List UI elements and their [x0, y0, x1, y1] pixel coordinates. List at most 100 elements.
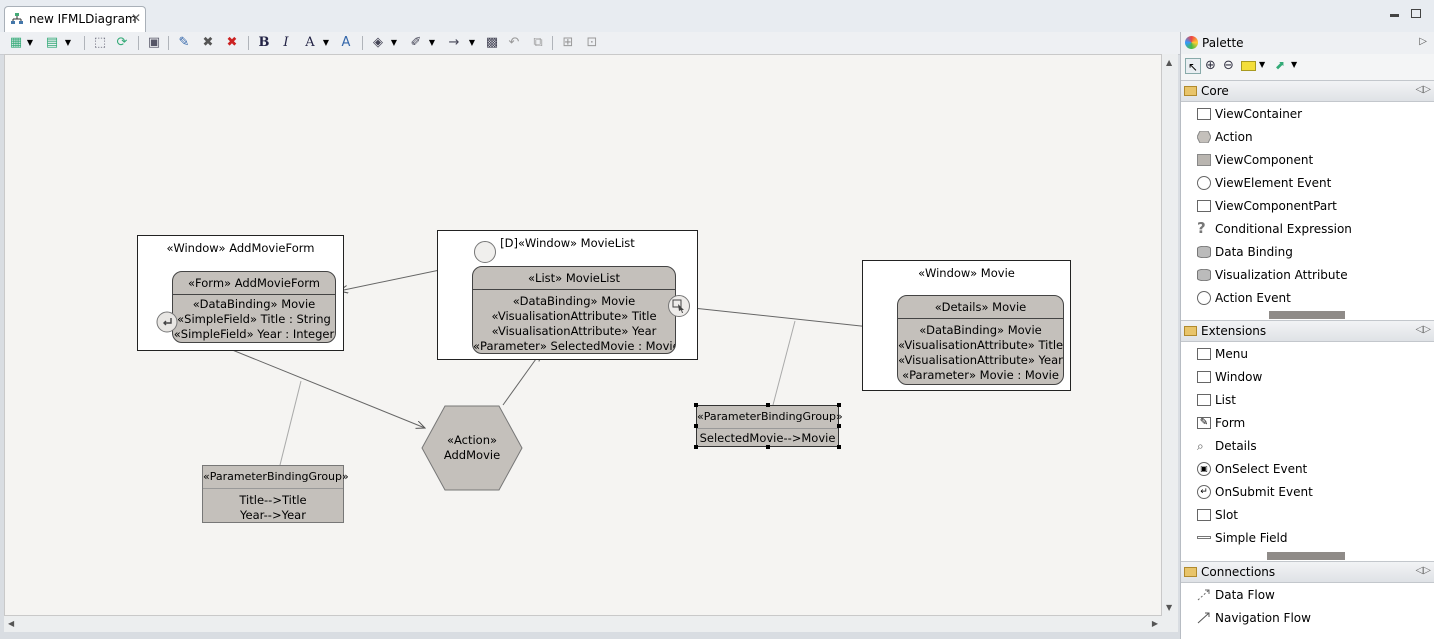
- chevron-down-icon[interactable]: ▼: [64, 38, 72, 47]
- database-icon: [1197, 246, 1211, 258]
- undo-icon[interactable]: ↶: [508, 35, 520, 50]
- palette-item-details[interactable]: ⌕Details: [1195, 436, 1431, 456]
- resize-handle[interactable]: [694, 403, 698, 407]
- palette-item-viewelement-event[interactable]: ViewElement Event: [1195, 173, 1431, 193]
- resize-handle[interactable]: [837, 445, 841, 449]
- drawer-scroll-indicator[interactable]: [1269, 311, 1345, 319]
- window-movie[interactable]: «Window» Movie «Details» Movie «DataBind…: [862, 260, 1071, 391]
- font-color-icon[interactable]: A: [305, 35, 315, 50]
- zoom-out-icon[interactable]: ⊖: [1223, 58, 1234, 73]
- palette-item-slot[interactable]: Slot: [1195, 505, 1431, 525]
- scroll-up-icon[interactable]: ▲: [1166, 58, 1173, 67]
- pbg-title: «ParameterBindingGroup»: [203, 466, 349, 489]
- scroll-down-icon[interactable]: ▼: [1166, 603, 1173, 612]
- palette-item-viewcomponent[interactable]: ViewComponent: [1195, 150, 1431, 170]
- collapse-palette-icon[interactable]: ▷: [1419, 36, 1427, 47]
- collapse-drawer-icon[interactable]: ◁▷: [1415, 565, 1431, 576]
- export-icon[interactable]: ⬚: [93, 35, 107, 50]
- resize-handle[interactable]: [766, 403, 770, 407]
- drawer-extensions[interactable]: Extensions ◁▷: [1181, 320, 1434, 342]
- snap-grid-icon[interactable]: ⊡: [586, 35, 598, 50]
- chevron-down-icon[interactable]: ▼: [468, 38, 476, 47]
- resize-handle[interactable]: [837, 424, 841, 428]
- drawer-core[interactable]: Core ◁▷: [1181, 80, 1434, 102]
- close-tab-icon[interactable]: ✕: [131, 11, 142, 25]
- palette-item-onsubmit-event[interactable]: ↵OnSubmit Event: [1195, 482, 1431, 502]
- tab-new-ifml-diagram[interactable]: new IFMLDiagram ✕: [4, 6, 146, 32]
- details-movie[interactable]: «Details» Movie «DataBinding» Movie «Vis…: [897, 295, 1064, 385]
- palette-item-simple-field[interactable]: Simple Field: [1195, 528, 1431, 548]
- parameter-binding-group-right[interactable]: «ParameterBindingGroup» SelectedMovie-->…: [694, 403, 843, 449]
- collapse-drawer-icon[interactable]: ◁▷: [1415, 324, 1431, 335]
- list-title: «List» MovieList: [473, 267, 675, 290]
- palette-item-menu[interactable]: Menu: [1195, 344, 1431, 364]
- chevron-down-icon[interactable]: ▼: [1259, 60, 1266, 69]
- palette-item-action-event[interactable]: Action Event: [1195, 288, 1431, 308]
- link-tool-icon[interactable]: ⬈: [1275, 58, 1286, 72]
- resize-handle[interactable]: [694, 424, 698, 428]
- palette-item-action[interactable]: Action: [1195, 127, 1431, 147]
- chevron-down-icon[interactable]: ▼: [1291, 60, 1298, 69]
- chevron-down-icon[interactable]: ▼: [428, 38, 436, 47]
- window-movie-list[interactable]: [D]«Window» MovieList «List» MovieList «…: [437, 230, 698, 360]
- refresh-icon[interactable]: ⟳: [116, 35, 128, 50]
- arrange-icon[interactable]: ▤: [45, 35, 59, 50]
- zoom-fit-icon[interactable]: ⊞: [562, 35, 574, 50]
- scroll-left-icon[interactable]: ◀: [8, 619, 15, 628]
- palette-item-data-binding[interactable]: Data Binding: [1195, 242, 1431, 262]
- chevron-down-icon[interactable]: ▼: [26, 38, 34, 47]
- select-event-icon[interactable]: [667, 294, 691, 318]
- vertical-scrollbar[interactable]: ▲ ▼: [1162, 54, 1178, 616]
- fill-color-icon[interactable]: ◈: [373, 35, 383, 50]
- image-icon[interactable]: ▩: [485, 35, 499, 50]
- palette-item-list[interactable]: List: [1195, 390, 1431, 410]
- palette-item-onselect-event[interactable]: ▣OnSelect Event: [1195, 459, 1431, 479]
- palette-item-conditional-expression[interactable]: ?Conditional Expression: [1195, 219, 1431, 239]
- palette-item-label: Slot: [1215, 508, 1238, 522]
- maximize-button[interactable]: [1411, 9, 1421, 18]
- palette-item-data-flow[interactable]: Data Flow: [1195, 585, 1431, 605]
- details-line: «DataBinding» Movie: [919, 323, 1042, 337]
- list-movie-list[interactable]: «List» MovieList «DataBinding» Movie «Vi…: [472, 266, 676, 354]
- note-tool-icon[interactable]: [1241, 61, 1256, 71]
- delete-from-model-icon[interactable]: ✖: [226, 35, 238, 50]
- font-icon[interactable]: A: [341, 35, 351, 50]
- palette-item-viewcomponentpart[interactable]: ViewComponentPart: [1195, 196, 1431, 216]
- view-element-event-icon[interactable]: [473, 240, 497, 264]
- action-add-movie[interactable]: «Action» AddMovie: [421, 405, 523, 491]
- resize-handle[interactable]: [837, 403, 841, 407]
- parameter-binding-group-left[interactable]: «ParameterBindingGroup» Title-->Title Ye…: [202, 465, 349, 523]
- horizontal-scrollbar[interactable]: ◀ ▶: [4, 616, 1178, 632]
- resize-handle[interactable]: [694, 445, 698, 449]
- line-color-icon[interactable]: ✐: [410, 35, 422, 50]
- scroll-right-icon[interactable]: ▶: [1151, 619, 1158, 628]
- palette-item-label: Conditional Expression: [1215, 222, 1352, 236]
- zoom-in-icon[interactable]: ⊕: [1205, 58, 1216, 73]
- drawer-scroll-indicator[interactable]: [1267, 552, 1345, 560]
- palette-item-form[interactable]: ✎Form: [1195, 413, 1431, 433]
- minimize-button[interactable]: [1390, 14, 1399, 17]
- form-add-movie-form[interactable]: «Form» AddMovieForm «DataBinding» Movie …: [172, 271, 336, 343]
- bold-icon[interactable]: B: [258, 35, 270, 50]
- drawer-connections[interactable]: Connections ◁▷: [1181, 561, 1434, 583]
- italic-icon[interactable]: I: [283, 35, 289, 50]
- palette-item-viewcontainer[interactable]: ViewContainer: [1195, 104, 1431, 124]
- collapse-drawer-icon[interactable]: ◁▷: [1415, 84, 1431, 95]
- copy-format-icon[interactable]: ⧉: [533, 35, 543, 50]
- resize-handle[interactable]: [766, 445, 770, 449]
- palette-item-label: Window: [1215, 370, 1263, 384]
- line-style-icon[interactable]: →: [448, 35, 460, 50]
- select-all-icon[interactable]: ▦: [9, 35, 23, 50]
- pin-icon[interactable]: ✎: [178, 35, 190, 50]
- palette-item-visualization-attribute[interactable]: Visualization Attribute: [1195, 265, 1431, 285]
- submit-event-icon[interactable]: [156, 311, 178, 333]
- chevron-down-icon[interactable]: ▼: [322, 38, 330, 47]
- palette-item-navigation-flow[interactable]: Navigation Flow: [1195, 608, 1431, 628]
- select-tool-icon[interactable]: ↖: [1185, 58, 1201, 74]
- chevron-down-icon[interactable]: ▼: [390, 38, 398, 47]
- diagram-canvas[interactable]: «Window» AddMovieForm «Form» AddMovieFor…: [4, 54, 1162, 616]
- palette-item-window[interactable]: Window: [1195, 367, 1431, 387]
- window-add-movie-form[interactable]: «Window» AddMovieForm «Form» AddMovieFor…: [137, 235, 344, 351]
- properties-icon[interactable]: ▣: [147, 35, 161, 50]
- delete-icon[interactable]: ✖: [202, 35, 214, 50]
